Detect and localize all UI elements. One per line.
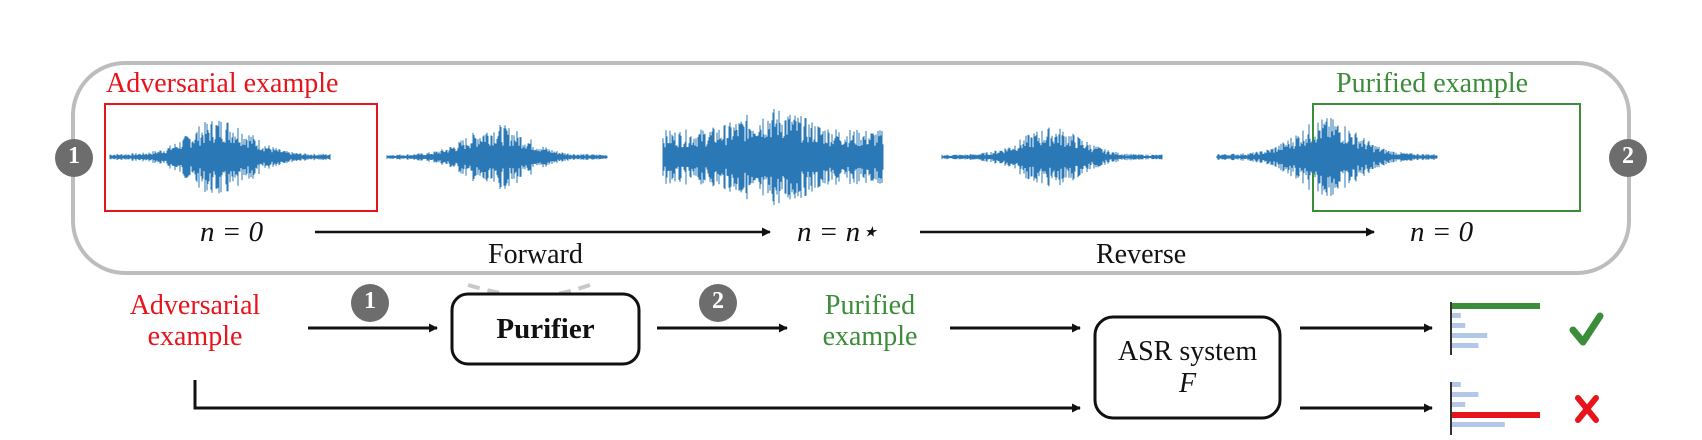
- bad-bar-4: [1452, 412, 1540, 418]
- adversarial-frame: [104, 103, 378, 212]
- pipeline-step-badge-1: [351, 284, 389, 322]
- pipeline-step-label-2: 2: [712, 288, 724, 314]
- waveform-2: [386, 125, 608, 189]
- panel-step-badge-2: [1609, 139, 1647, 177]
- good-bar-5: [1452, 343, 1479, 348]
- good-bar-4: [1452, 333, 1488, 338]
- bypass-arrow: [193, 380, 1081, 413]
- purifier-box: [450, 292, 641, 366]
- good-transcription-bars: [1452, 303, 1540, 348]
- top-adversarial-label: Adversarial example: [106, 68, 339, 99]
- waveform-1: [109, 120, 331, 194]
- bad-transcription-bars: [1452, 382, 1540, 427]
- panel-step-label-2: 2: [1622, 143, 1634, 169]
- reverse-label: Reverse: [1096, 239, 1187, 270]
- check-mark-icon: [1569, 312, 1604, 346]
- asr-system-label: ASR system F: [1117, 335, 1258, 399]
- bad-bar-1: [1452, 382, 1461, 387]
- bad-bar-3: [1452, 402, 1466, 407]
- bad-bar-5: [1452, 422, 1505, 427]
- good-bar-2: [1452, 313, 1461, 318]
- input-adversarial-label: Adversarial example: [129, 290, 261, 353]
- n-end-label: n = 0: [1410, 216, 1474, 248]
- panel-step-label-1: 1: [68, 143, 80, 169]
- purifier-label: Purifier: [496, 312, 595, 345]
- waveform-3: [662, 109, 884, 205]
- waveform-row: [109, 109, 1438, 205]
- n-mid-label: n = n⋆: [797, 216, 879, 248]
- cross-mark-icon: [1575, 395, 1599, 423]
- waveform-4: [941, 127, 1163, 187]
- panel-step-badge-1: [55, 139, 93, 177]
- waveform-5: [1216, 118, 1438, 196]
- top-purified-label: Purified example: [1336, 68, 1529, 99]
- pipeline-step-badge-2: [699, 284, 737, 322]
- n-start-label: n = 0: [200, 216, 264, 248]
- good-bar-1: [1452, 303, 1540, 309]
- pipeline-step-label-1: 1: [364, 288, 376, 314]
- forward-label: Forward: [488, 239, 583, 270]
- bad-bar-2: [1452, 392, 1479, 397]
- asr-system-box: [1093, 315, 1282, 420]
- good-bar-3: [1452, 323, 1466, 328]
- purified-output-label: Purified example: [822, 290, 918, 353]
